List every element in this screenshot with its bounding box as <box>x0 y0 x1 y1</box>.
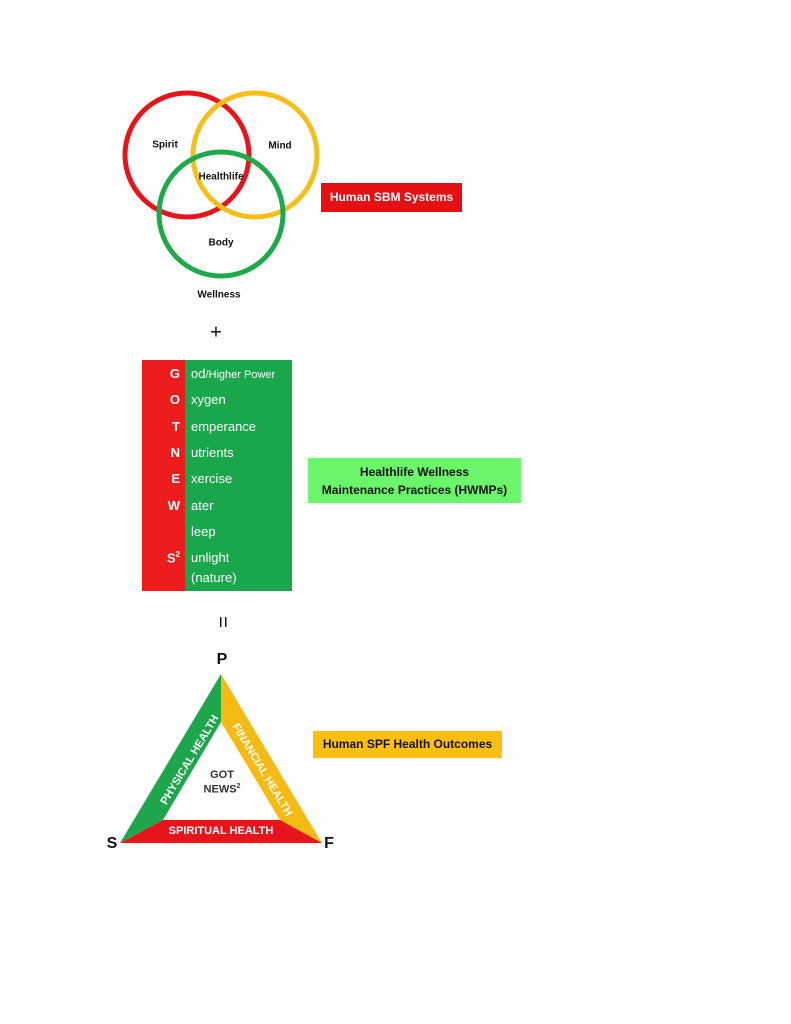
center-line2: NEWS2 <box>203 783 241 796</box>
healthlife-label: Healthlife <box>198 171 244 183</box>
human-sbm-systems-tag: Human SBM Systems <box>321 183 462 212</box>
gotnews-row: (nature) <box>142 566 292 592</box>
initials-column <box>142 360 185 591</box>
spirit-circle <box>122 90 252 220</box>
body-label: Body <box>208 237 234 249</box>
row-word: xygen <box>191 392 226 407</box>
row-word: xercise <box>191 471 233 486</box>
row-letter: S2 <box>166 550 180 566</box>
physical-health-side <box>120 674 221 843</box>
row-letter: O <box>169 392 180 407</box>
plus-sign: + <box>210 321 222 344</box>
gotnews-row: S2 unlight <box>142 546 292 572</box>
row-letter: N <box>170 445 180 460</box>
row-word: unlight <box>191 550 230 565</box>
mind-label: Mind <box>268 140 292 152</box>
spiritual-health-side <box>120 820 322 843</box>
spiritual-health-label: SPIRITUAL HEALTH <box>168 825 274 837</box>
hwmps-tag: Healthlife Wellness Maintenance Practice… <box>308 458 521 503</box>
corner-f: F <box>324 835 334 852</box>
row-letter: T <box>172 419 180 434</box>
row-word: od/Higher Power <box>191 366 276 381</box>
body-circle <box>156 149 286 279</box>
row-word: leep <box>191 524 216 539</box>
row-word: ater <box>191 498 214 513</box>
row-word: (nature) <box>191 570 237 585</box>
row-letter: G <box>169 366 180 381</box>
hwmps-tag-line2: Maintenance Practices (HWMPs) <box>321 482 508 497</box>
gotnews-row: leep <box>142 520 292 546</box>
got-news-center: GOT NEWS2 <box>196 768 248 797</box>
hwmps-tag-line1: Healthlife Wellness <box>359 464 470 479</box>
center-line1: GOT <box>210 769 234 781</box>
corner-p: P <box>216 651 228 668</box>
equals-sign: = <box>211 616 234 628</box>
corner-s: S <box>106 835 118 852</box>
row-letter: W <box>167 498 180 513</box>
spf-triangle <box>120 674 322 843</box>
financial-health-side <box>221 674 322 843</box>
row-word: utrients <box>191 445 234 460</box>
wellness-label: Wellness <box>197 289 241 301</box>
row-word: emperance <box>191 419 257 434</box>
human-spf-outcomes-tag: Human SPF Health Outcomes <box>313 731 502 758</box>
spirit-label: Spirit <box>152 139 178 151</box>
mind-circle <box>190 90 320 220</box>
row-letter: E <box>171 471 180 486</box>
